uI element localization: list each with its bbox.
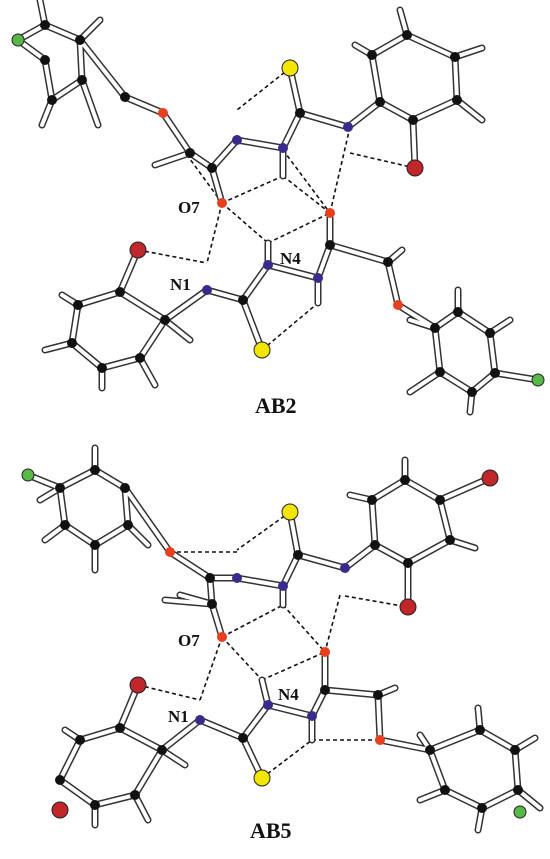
dimer-ab5: O7 N4 N1 AB5: [21, 444, 544, 843]
bromine-atom: [129, 241, 147, 259]
bromine-atom: [406, 159, 424, 177]
oxygen-atom: [217, 198, 227, 208]
atoms-ab2: [11, 20, 545, 397]
oxygen-atom: [375, 735, 385, 745]
nitrogen-atom: [195, 715, 205, 725]
atom-label-n4: N4: [278, 685, 299, 704]
atom-label-n1: N1: [168, 707, 189, 726]
sulfur-atom: [281, 59, 299, 77]
hydrogen-bonds-ab2: [137, 67, 416, 351]
chlorine-atom: [21, 468, 35, 482]
atom-label-n1: N1: [170, 275, 191, 294]
hydrogen-bonds-ab5: [137, 511, 409, 779]
caption-ab2: AB2: [255, 393, 297, 418]
nitrogen-atom: [202, 285, 212, 295]
nitrogen-atom: [278, 143, 288, 153]
bonds-ab2: [14, 0, 542, 416]
caption-ab5: AB5: [250, 818, 292, 843]
nitrogen-atom: [343, 122, 353, 132]
atom-label-o7: O7: [178, 631, 200, 650]
nitrogen-atom: [278, 581, 288, 591]
bonds-ab5: [24, 444, 544, 834]
nitrogen-atom: [232, 135, 242, 145]
nitrogen-atom: [232, 573, 242, 583]
chlorine-atom: [531, 373, 545, 387]
atom-label-o7: O7: [178, 198, 200, 217]
nitrogen-atom: [263, 700, 273, 710]
oxygen-atom: [165, 547, 175, 557]
sulfur-atom: [253, 769, 271, 787]
nitrogen-atom: [313, 273, 323, 283]
nitrogen-atom: [263, 260, 273, 270]
atom-label-n4: N4: [280, 249, 301, 268]
sulfur-atom: [281, 503, 299, 521]
bromine-atom: [399, 598, 417, 616]
bromine-atom: [51, 801, 69, 819]
sulfur-atom: [253, 341, 271, 359]
nitrogen-atom: [307, 711, 317, 721]
nitrogen-atom: [340, 563, 350, 573]
dimer-ab2: O7 N4 N1 AB2: [11, 0, 545, 418]
atoms-ab5: [21, 465, 527, 819]
bromine-atom: [481, 469, 499, 487]
oxygen-atom: [158, 108, 168, 118]
chlorine-atom: [11, 33, 25, 47]
oxygen-atom: [393, 300, 403, 310]
bromine-atom: [129, 676, 147, 694]
chlorine-atom: [513, 805, 527, 819]
oxygen-atom: [320, 647, 330, 657]
oxygen-atom: [325, 208, 335, 218]
oxygen-atom: [217, 632, 227, 642]
